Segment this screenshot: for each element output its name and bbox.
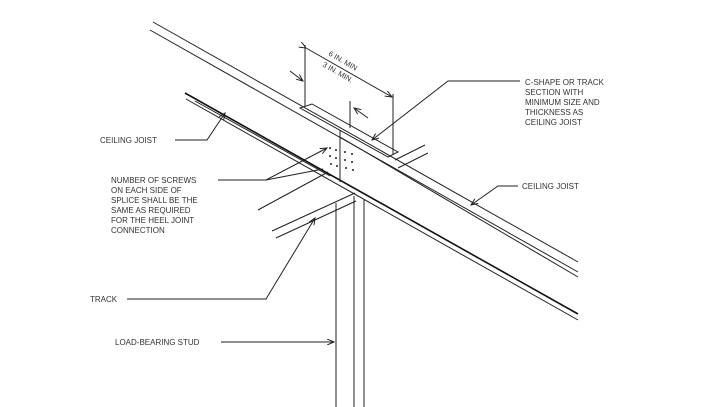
track [257,171,357,239]
label-line: ON EACH SIDE OF [111,186,182,195]
lower-ceiling-joist [184,92,579,321]
label-line: NUMBER OF SCREWS [111,176,196,185]
leader-lines [127,80,520,342]
label-screws: NUMBER OF SCREWS ON EACH SIDE OF SPLICE … [111,176,198,235]
label-track: TRACK [90,295,118,304]
label-line: SPLICE SHALL BE THE [111,196,198,205]
label-line: CONNECTION [111,226,165,235]
load-bearing-stud [335,196,365,407]
splice-plate [298,103,429,182]
label-line: C-SHAPE OR TRACK [525,78,605,87]
upper-ceiling-joist [149,21,579,278]
label-line: MINIMUM SIZE AND [525,98,600,107]
label-line: FOR THE HEEL JOINT [111,216,194,225]
label-line: CEILING JOIST [525,118,582,127]
screw-pattern [329,147,354,171]
label-line: THICKNESS AS [525,108,583,117]
label-line: SAME AS REQUIRED [111,206,191,215]
label-load-bearing-stud: LOAD-BEARING STUD [115,338,200,347]
label-line: SECTION WITH [525,88,583,97]
label-ceiling-joist-right: CEILING JOIST [522,182,579,191]
label-ceiling-joist-left: CEILING JOIST [100,136,157,145]
label-c-shape: C-SHAPE OR TRACK SECTION WITH MINIMUM SI… [525,78,605,127]
